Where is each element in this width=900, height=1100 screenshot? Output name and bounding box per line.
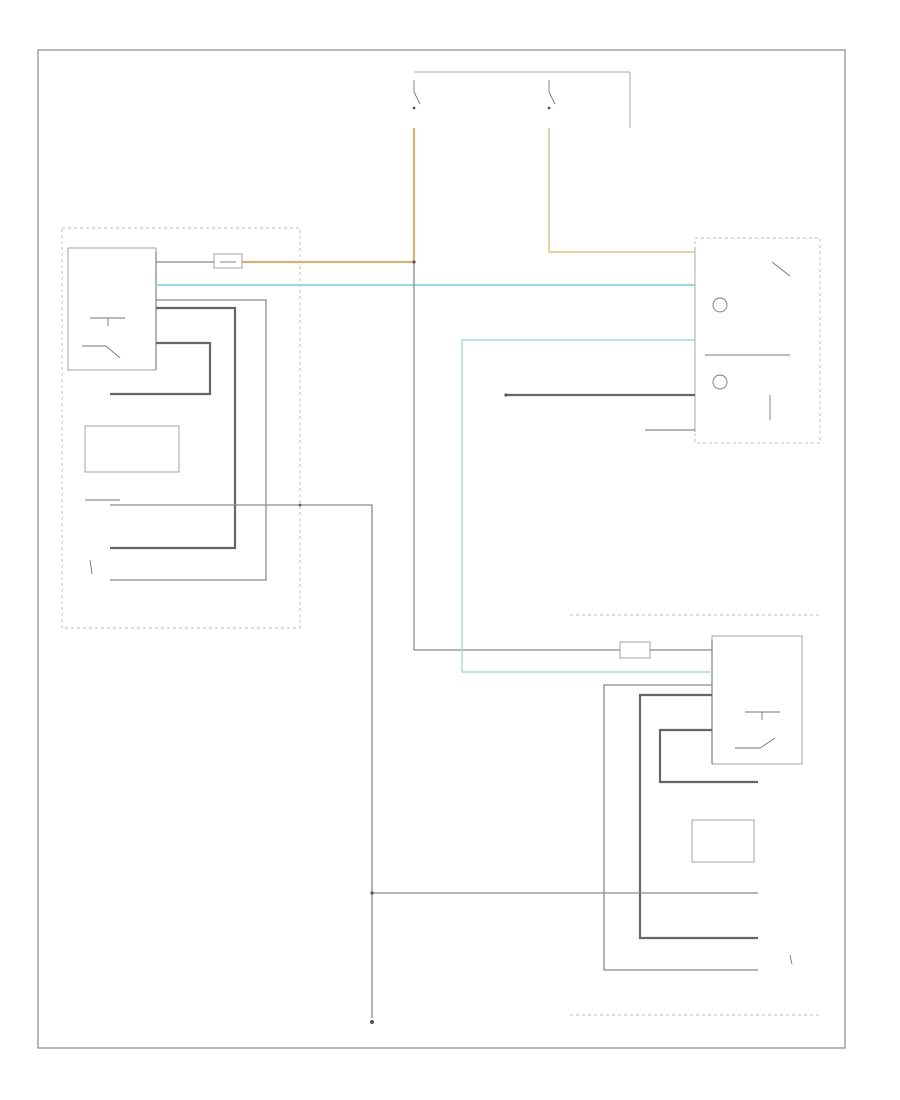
right-fuse-terminal <box>547 106 551 110</box>
left-heater-indicator-icon <box>712 297 728 313</box>
passenger-heater-control <box>711 635 803 765</box>
driver-seat-module <box>61 227 301 629</box>
passenger-seat-back-heater <box>691 819 755 863</box>
ground-icon <box>370 1020 374 1024</box>
orange-splice <box>412 260 416 264</box>
illumination-switch-outline <box>694 237 821 444</box>
passenger-lamp-icon <box>745 711 780 720</box>
wire-driver-heater-a <box>110 306 237 550</box>
right-fuse <box>548 80 556 105</box>
driver-ground-splice <box>298 503 302 507</box>
passenger-switch-icon <box>735 737 776 749</box>
wire-passenger-heater-c <box>658 728 758 784</box>
passenger-relay-body <box>619 641 651 659</box>
fuse-block <box>412 71 631 128</box>
driver-relay-body <box>213 253 243 269</box>
illumination-switch-contact <box>771 261 791 277</box>
left-fuse <box>413 80 421 105</box>
illumination-switch <box>694 237 821 444</box>
wire-orange-power <box>242 128 415 263</box>
driver-lamp-icon <box>90 317 125 326</box>
driver-seat-back-heater <box>84 425 180 473</box>
wire-gray-main <box>413 262 620 651</box>
driver-module-outline <box>61 227 301 629</box>
ground-splice <box>370 891 374 895</box>
passenger-relay <box>619 641 712 659</box>
wire-tan-illumination <box>548 128 695 253</box>
wire-passenger-heater-b <box>603 684 758 971</box>
passenger-seat-module <box>570 614 820 1016</box>
passenger-thermistor <box>789 954 793 965</box>
wire-cyan-passenger <box>461 339 710 673</box>
wire-driver-ground <box>110 504 373 1018</box>
right-heater-indicator-icon <box>712 374 728 390</box>
driver-relay <box>213 253 243 269</box>
driver-thermistor <box>89 559 93 575</box>
wire-driver-heater-b <box>110 299 267 581</box>
illumination-splice <box>504 393 508 397</box>
wire-passenger-heater-a <box>638 693 758 940</box>
driver-switch-icon <box>82 345 121 359</box>
left-fuse-terminal <box>412 106 416 110</box>
wire-driver-heater-c <box>110 341 212 396</box>
ground-point <box>370 1020 374 1024</box>
diagram-frame <box>37 49 846 1049</box>
